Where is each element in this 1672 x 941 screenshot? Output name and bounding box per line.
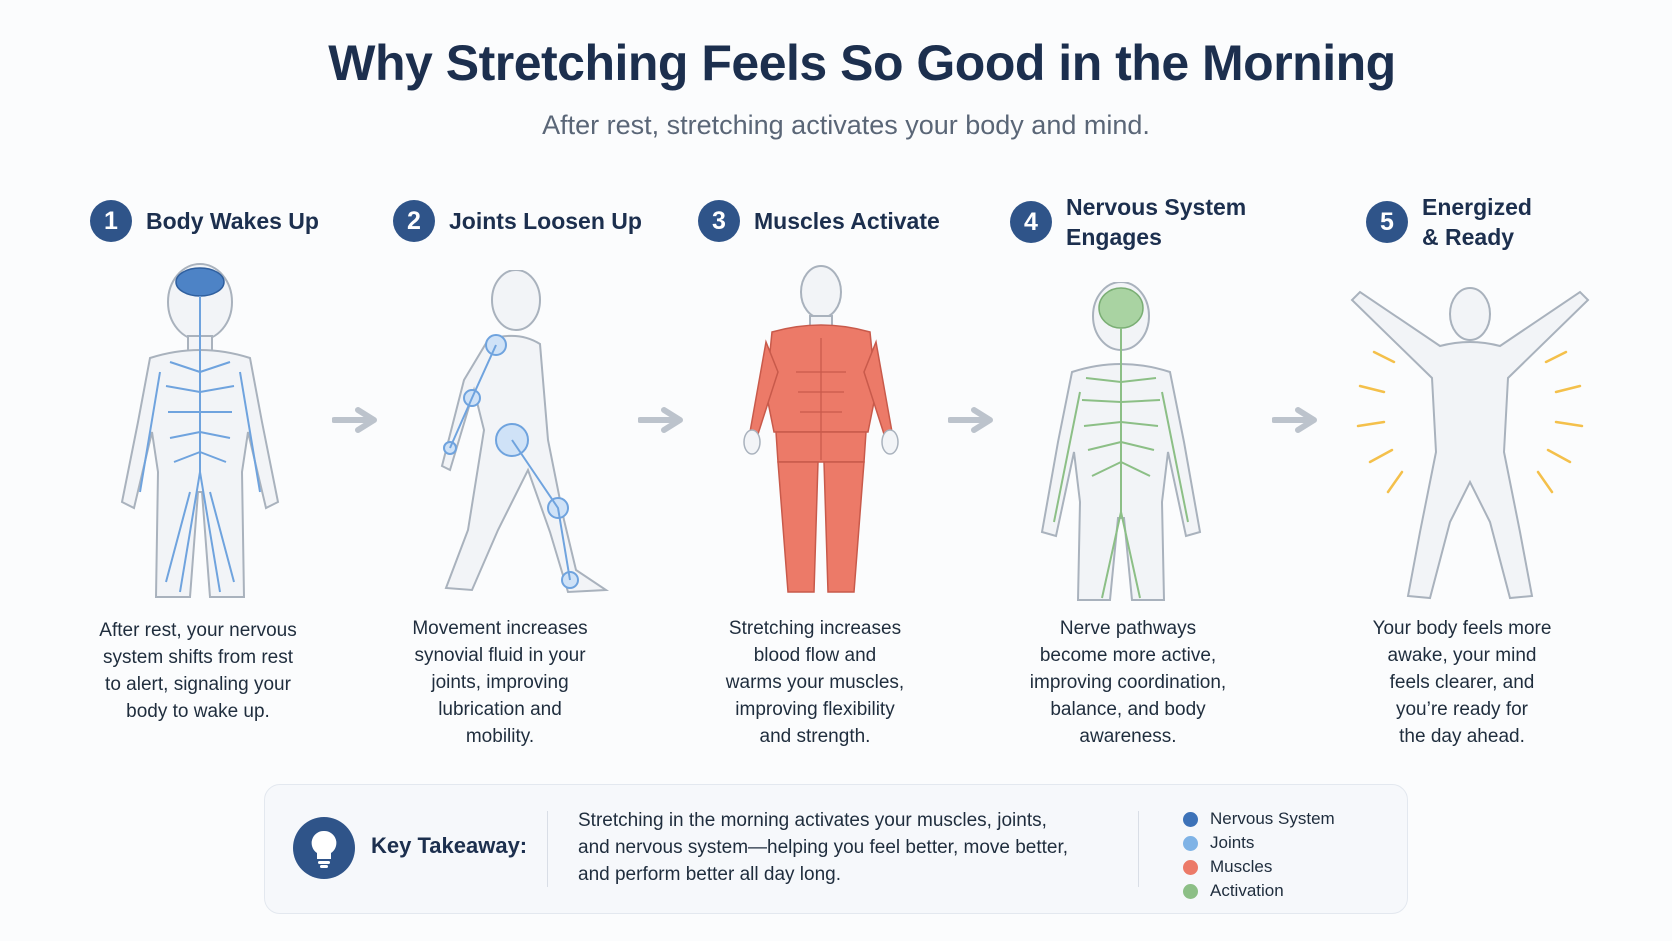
page-title: Why Stretching Feels So Good in the Morn… [328, 35, 1396, 91]
key-takeaway-label: Key Takeaway: [371, 833, 528, 858]
legend-dot [1183, 811, 1198, 827]
step-header-1: 1 Body Wakes Up [90, 200, 319, 242]
step-number-badge: 1 [90, 200, 132, 242]
legend-label: Muscles [1210, 857, 1273, 876]
divider [1138, 811, 1139, 887]
step-description-3: Stretching increases blood flow and warm… [725, 618, 905, 747]
legend-item-nervous-system: Nervous System [1183, 807, 1335, 831]
step-header-4: 4 Nervous System Engages [1010, 192, 1246, 252]
body-nerve-pathways-figure [1040, 282, 1202, 601]
legend-dot [1183, 883, 1198, 899]
step-number-badge: 2 [393, 200, 435, 242]
step-number-badge: 3 [698, 200, 740, 242]
brain-icon [175, 267, 225, 297]
step-label: Nervous System Engages [1066, 194, 1247, 250]
step-number-badge: 4 [1010, 201, 1052, 243]
legend-dot [1183, 835, 1198, 851]
step-header-5: 5 Energized & Ready [1366, 192, 1532, 252]
step-header-2: 2 Joints Loosen Up [393, 200, 642, 242]
divider [547, 811, 548, 887]
step-description-1: After rest, your nervous system shifts f… [99, 620, 297, 722]
step-label: Energized & Ready [1422, 194, 1532, 250]
body-energized-figure [1350, 287, 1590, 600]
key-takeaway-text: Stretching in the morning activates your… [578, 810, 1069, 885]
step-header-3: 3 Muscles Activate [698, 200, 940, 242]
step-description-5: Your body feels more awake, your mind fe… [1372, 618, 1552, 747]
lightbulb-icon [293, 817, 355, 879]
body-muscles-figure [743, 265, 899, 593]
page-subtitle: After rest, stretching activates your bo… [542, 110, 1150, 140]
arrow-right-icon [1272, 407, 1317, 433]
body-joints-figure [440, 270, 610, 594]
legend-dot [1183, 859, 1198, 875]
legend-item-muscles: Muscles [1183, 855, 1335, 879]
legend-label: Joints [1210, 833, 1255, 852]
legend-item-activation: Activation [1183, 879, 1335, 903]
step-description-4: Nerve pathways become more active, impro… [1029, 618, 1227, 747]
key-takeaway-box: Key Takeaway: Stretching in the morning … [264, 784, 1408, 914]
legend-item-joints: Joints [1183, 831, 1335, 855]
legend-label: Nervous System [1210, 809, 1335, 828]
arrow-right-icon [948, 407, 993, 433]
arrow-right-icon [638, 407, 683, 433]
legend-label: Activation [1210, 881, 1284, 900]
step-label: Joints Loosen Up [449, 208, 642, 234]
step-description-2: Movement increases synovial fluid in you… [412, 618, 588, 747]
step-label: Muscles Activate [754, 208, 940, 234]
arrow-right-icon [332, 407, 377, 433]
body-nervous-system-figure [120, 263, 280, 598]
step-label: Body Wakes Up [146, 208, 319, 234]
legend: Nervous System Joints Muscles Activation [1183, 807, 1335, 903]
step-number-badge: 5 [1366, 201, 1408, 243]
